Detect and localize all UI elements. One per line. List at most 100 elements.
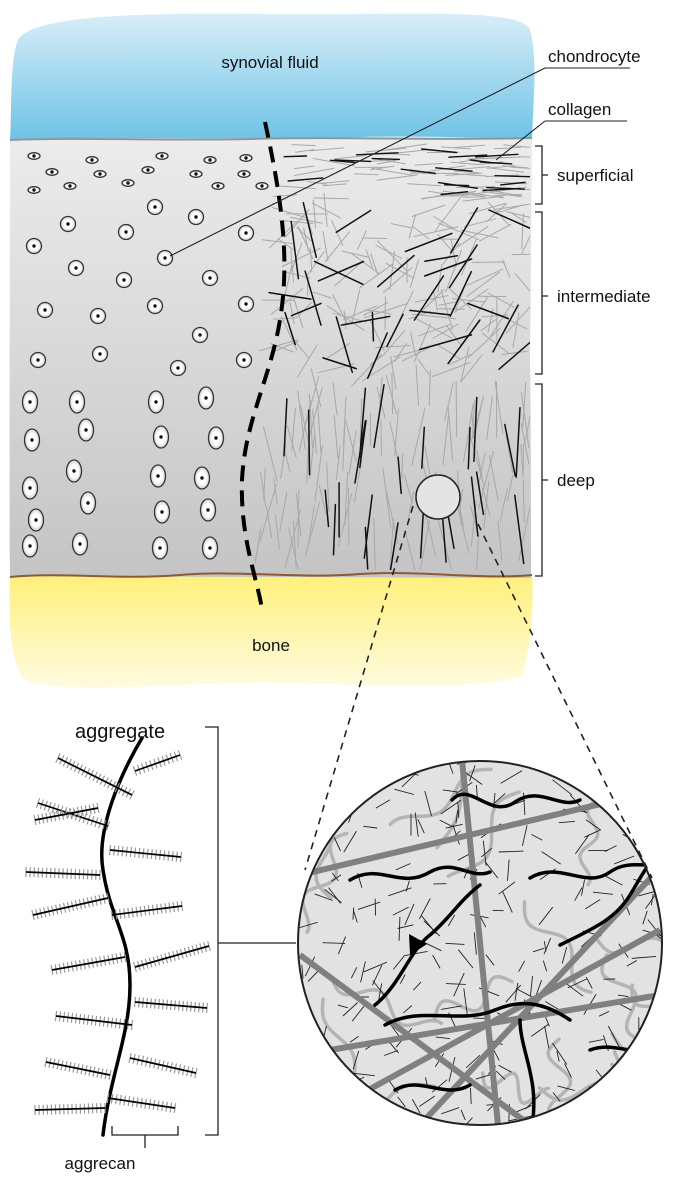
chondrocyte-cell [122, 180, 134, 187]
collagen-fiber-dark [284, 156, 306, 157]
chondrocyte-cell [38, 303, 53, 318]
aggrecan-molecule [55, 1011, 132, 1030]
inset-bristle [591, 1094, 610, 1104]
inset-bristle [632, 1109, 654, 1111]
chondrocyte-cell [239, 226, 254, 241]
chondrocyte-cell [240, 155, 252, 162]
chondrocyte-cell [148, 299, 163, 314]
inset-bristle [289, 1085, 306, 1102]
aggrecan-molecule [133, 750, 181, 775]
aggregate-label: aggregate [75, 721, 165, 743]
chondrocyte-cell [151, 465, 166, 487]
aggregate-bracket [205, 727, 296, 1135]
inset-bristle [328, 1096, 333, 1111]
inset-bristle [630, 825, 646, 834]
inset-background-fiber [607, 712, 625, 811]
aggrecan-molecule [32, 893, 109, 920]
collagen-fiber-light [363, 238, 387, 239]
inset-bristle [644, 775, 651, 784]
chondrocyte-cell [237, 353, 252, 368]
inset-bristle [581, 1116, 597, 1120]
inset-bristle [330, 814, 341, 820]
inset-bristle [353, 908, 354, 920]
aggrecan-molecule [111, 901, 182, 920]
aggrecan-bracket [112, 1126, 178, 1148]
chondrocyte-cell [238, 171, 250, 178]
zoom-source-circle [416, 475, 460, 519]
inset-bristle [300, 869, 307, 892]
aggrecan-molecule [35, 1103, 105, 1115]
aggrecan-molecule [110, 845, 182, 862]
chondrocyte-cell [154, 426, 169, 448]
chondrocyte-cell [203, 271, 218, 286]
chondrocyte-cell [149, 391, 164, 413]
chondrocyte-cell [81, 492, 96, 514]
collagen-fiber-light [392, 373, 393, 414]
chondrocyte-cell [148, 200, 163, 215]
inset-bristle [308, 1070, 318, 1085]
chondrocyte-cell [73, 533, 88, 555]
aggrecan-molecule [107, 1093, 175, 1113]
chondrocyte-cell [79, 419, 94, 441]
collagen-fiber-dark [445, 185, 469, 186]
chondrocyte-cell [201, 499, 216, 521]
chondrocyte-cell [117, 273, 132, 288]
inset-bristle [661, 1037, 663, 1047]
chondrocyte-cell [29, 509, 44, 531]
aggrecan-molecule [36, 798, 109, 831]
inset-background-fiber [252, 1063, 336, 1102]
collagen-fiber-dark [372, 159, 399, 160]
inset-bristle [541, 757, 557, 766]
aggrecan-label: aggrecan [65, 1154, 136, 1173]
inset-bristle [630, 760, 649, 762]
collagen-fiber-light [438, 309, 464, 310]
aggrecan-molecule [134, 941, 211, 972]
chondrocyte-cell [70, 391, 85, 413]
inset-bristle [304, 762, 305, 785]
inset-background-fiber [612, 1061, 677, 1082]
inset-bristle [332, 1078, 348, 1092]
collagen-fiber-dark [309, 410, 310, 474]
chondrocyte-cell [239, 297, 254, 312]
intermediate-bracket [535, 212, 548, 374]
inset-bristle [626, 790, 641, 802]
deep-label: deep [557, 471, 595, 490]
inset-bristle [656, 992, 664, 1013]
chondrocyte-cell [190, 171, 202, 178]
inset-bristle [650, 830, 652, 840]
inset-bristle [562, 779, 578, 780]
synovial-fluid-label: synovial fluid [221, 53, 318, 72]
chondrocyte-cell [119, 225, 134, 240]
bone-label: bone [252, 636, 290, 655]
collagen-fiber-light [348, 488, 349, 545]
inset-bristle [628, 752, 644, 769]
inset-bristle [309, 1031, 316, 1041]
chondrocyte-cell [199, 387, 214, 409]
chondrocyte-cell [86, 157, 98, 164]
superficial-bracket [535, 146, 548, 204]
chondrocyte-cell [46, 169, 58, 176]
inset-bristle [318, 762, 321, 776]
inset-bristle [635, 1082, 653, 1093]
chondrocyte-cell [203, 537, 218, 559]
chondrocyte-cell [256, 183, 268, 190]
inset-bristle [631, 1095, 641, 1110]
proteoglycan-aggregate [26, 738, 211, 1135]
chondrocyte-cell [171, 361, 186, 376]
chondrocyte-cell [195, 467, 210, 489]
superficial-label: superficial [557, 166, 634, 185]
chondrocyte-cell [61, 217, 76, 232]
aggrecan-molecule [135, 997, 208, 1013]
chondrocyte-cell [69, 261, 84, 276]
inset-bristle [611, 807, 621, 818]
chondrocyte-cell [142, 167, 154, 174]
chondrocyte-cell [212, 183, 224, 190]
chondrocyte-cell [27, 239, 42, 254]
collagen-fiber-dark [372, 313, 373, 341]
hyaluronan-backbone [102, 738, 142, 1135]
chondrocyte-cell [153, 537, 168, 559]
inset-bristle [325, 754, 337, 768]
aggrecan-molecule [45, 1057, 111, 1080]
